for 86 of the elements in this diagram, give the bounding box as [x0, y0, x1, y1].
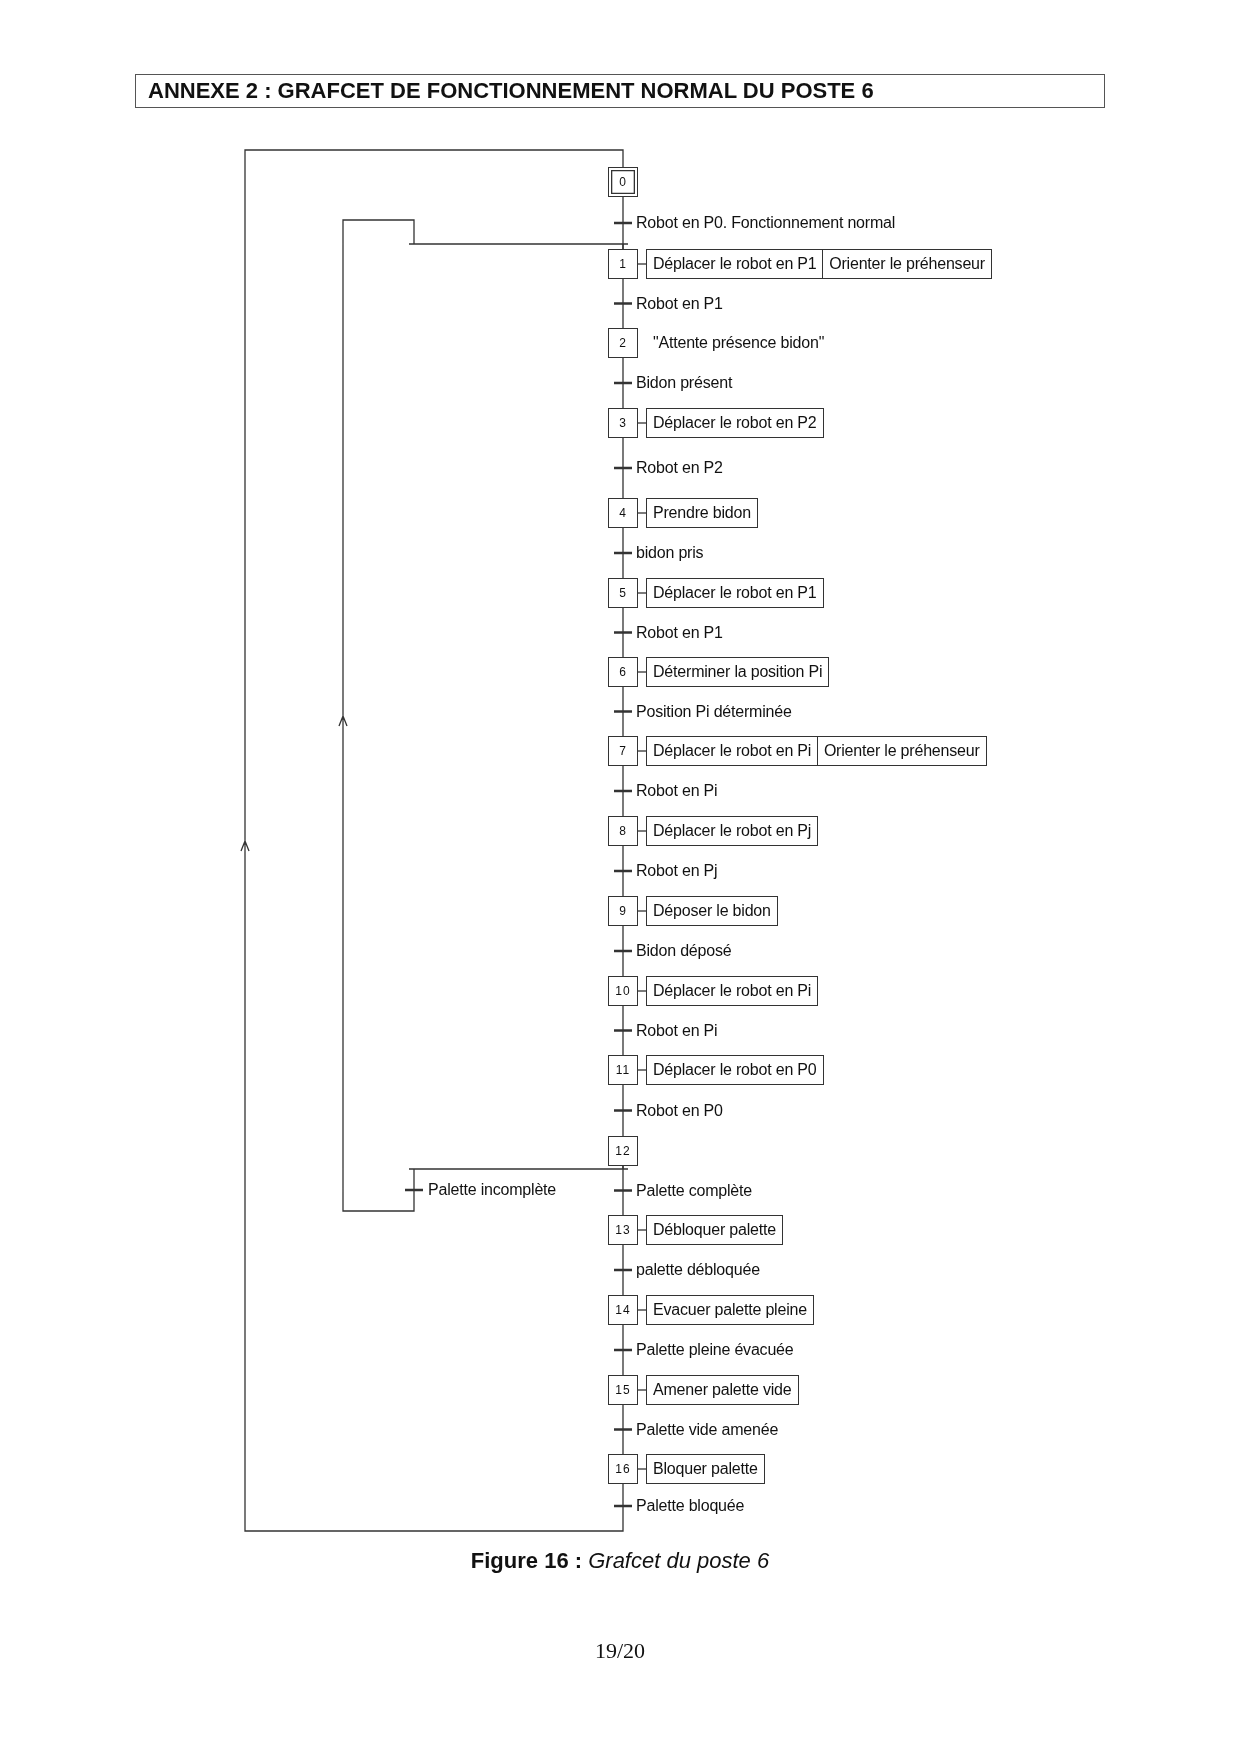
action-link [637, 671, 647, 673]
step-action: Evacuer palette pleine [646, 1295, 814, 1325]
transition-condition: Robot en Pi [636, 782, 718, 800]
grafcet-step: 14 [608, 1295, 638, 1325]
step-link [613, 1244, 633, 1296]
initial-step: 0 [608, 167, 638, 197]
grafcet-step: 5 [608, 578, 638, 608]
grafcet-step: 9 [608, 896, 638, 926]
grafcet-step: 6 [608, 657, 638, 687]
action-link [637, 830, 647, 832]
grafcet-step: 11 [608, 1055, 638, 1085]
action-link [637, 1069, 647, 1071]
step-link [613, 686, 633, 737]
transition-condition: Robot en P0. Fonctionnement normal [636, 214, 896, 232]
grafcet-step: 16 [608, 1454, 638, 1484]
transition-condition: Palette pleine évacuée [636, 1341, 794, 1359]
grafcet-step: 12 [608, 1136, 638, 1166]
step-comment: "Attente présence bidon" [653, 334, 825, 352]
transition-condition: Robot en P0 [636, 1101, 723, 1120]
step-action: Prendre bidon [646, 498, 758, 528]
transition-condition: Palette incomplète [428, 1181, 557, 1199]
action-link [637, 1309, 647, 1311]
step-action: Déplacer le robot en P1 [646, 578, 824, 608]
step-link [613, 1165, 633, 1216]
step-link [613, 357, 633, 409]
action-link [637, 422, 647, 424]
loop-back-line [240, 149, 633, 1532]
step-link [613, 765, 633, 817]
step-action: Déplacer le robot en Pi [646, 736, 819, 766]
step-action: Déposer le bidon [646, 896, 778, 926]
grafcet-step: 13 [608, 1215, 638, 1245]
step-link [613, 1084, 633, 1137]
transition-condition: Robot en P1 [636, 294, 723, 313]
action-link [637, 1468, 647, 1470]
grafcet-step: 3 [608, 408, 638, 438]
action-link [637, 592, 647, 594]
step-action: Orienter le préhenseur [822, 249, 992, 279]
step-link [613, 437, 633, 499]
transition-condition: palette débloquée [636, 1261, 760, 1279]
action-link [637, 1229, 647, 1231]
action-link [637, 512, 647, 514]
step-action: Déplacer le robot en Pj [646, 816, 819, 846]
step-action: Déterminer la position Pi [646, 657, 830, 687]
grafcet-step: 10 [608, 976, 638, 1006]
transition-condition: Bidon déposé [636, 942, 732, 960]
step-link [613, 278, 633, 329]
transition-condition: bidon pris [636, 544, 704, 562]
step-action: Déplacer le robot en P0 [646, 1055, 824, 1085]
grafcet-step: 1 [608, 249, 638, 279]
step-link [613, 925, 633, 977]
action-link [637, 990, 647, 992]
action-link [637, 1389, 647, 1391]
page-number: 19/20 [594, 1638, 646, 1664]
step-link [613, 607, 633, 658]
step-action: Déplacer le robot en P1 [646, 249, 824, 279]
transition-condition: Robot en P1 [636, 623, 723, 642]
grafcet-step: 2 [608, 328, 638, 358]
transition-condition: Position Pi déterminée [636, 702, 792, 721]
grafcet-step: 7 [608, 736, 638, 766]
action-link [637, 910, 647, 912]
step-action: Débloquer palette [646, 1215, 783, 1245]
step-link [613, 527, 633, 579]
step-action: Déplacer le robot en P2 [646, 408, 824, 438]
step-link [613, 845, 633, 897]
transition-condition: Robot en P2 [636, 459, 723, 477]
step-action: Amener palette vide [646, 1375, 799, 1405]
step-link [613, 1005, 633, 1056]
grafcet-step: 4 [608, 498, 638, 528]
figure-caption: Figure 16 : Grafcet du poste 6 [470, 1548, 770, 1574]
step-link [613, 1404, 633, 1455]
transition-condition: Robot en Pj [636, 862, 718, 880]
transition-condition: Palette vide amenée [636, 1420, 779, 1439]
step-action: Orienter le préhenseur [816, 736, 987, 766]
transition-condition: Robot en Pi [636, 1021, 718, 1040]
page-title: ANNEXE 2 : GRAFCET DE FONCTIONNEMENT NORMAL DU POSTE 6 [135, 74, 1105, 108]
transition-condition: Palette bloquée [636, 1497, 745, 1515]
grafcet-step: 15 [608, 1375, 638, 1405]
action-link [637, 263, 647, 265]
action-link [637, 750, 647, 752]
step-action: Bloquer palette [646, 1454, 765, 1484]
transition-condition: Palette complète [636, 1181, 752, 1200]
loop-back-line [338, 219, 629, 1212]
transition-condition: Bidon présent [636, 374, 733, 392]
step-action: Déplacer le robot en Pi [646, 976, 819, 1006]
grafcet-step: 8 [608, 816, 638, 846]
step-link [613, 1324, 633, 1376]
